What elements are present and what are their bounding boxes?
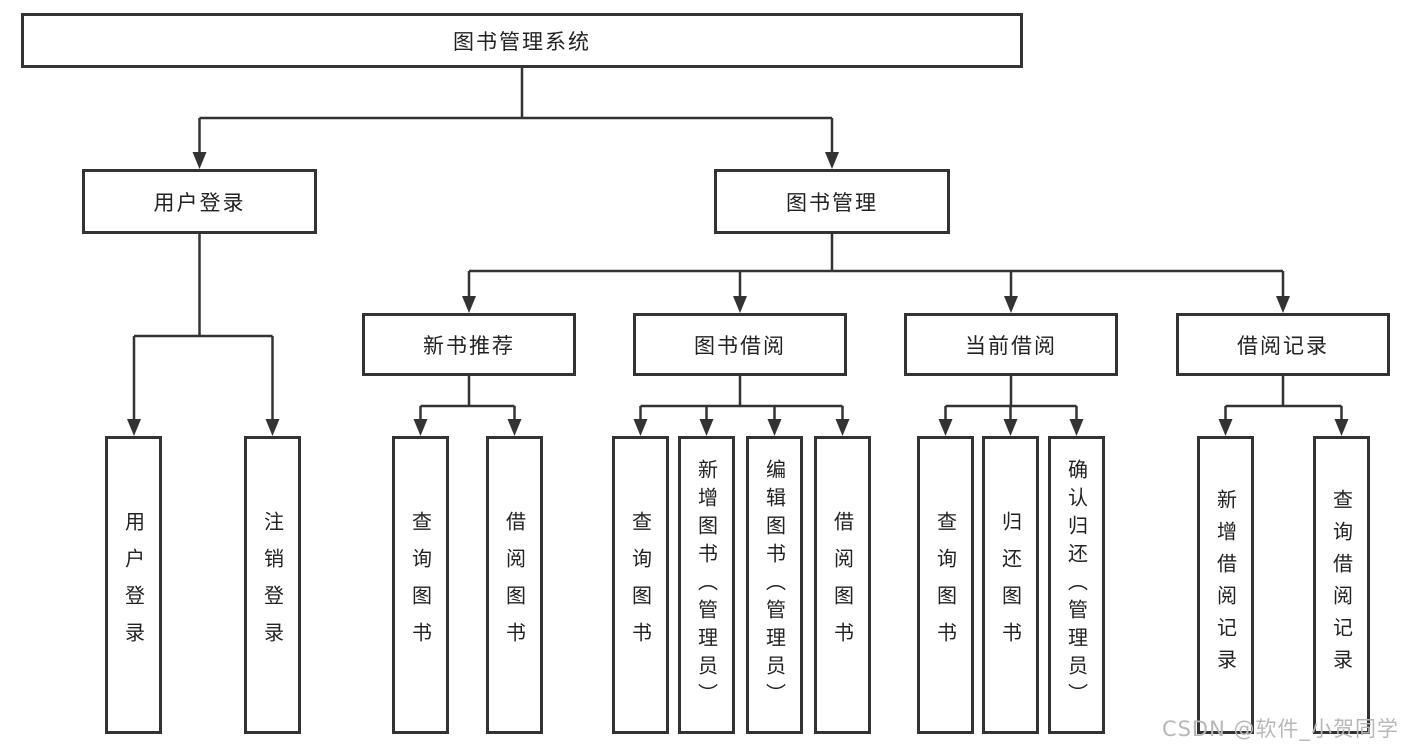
connector-borrowrecords-to-leaves	[1218, 376, 1349, 436]
node-leaf-query-book-recommend: 查询图书	[392, 436, 449, 734]
arrowhead-down-icon	[938, 419, 953, 436]
node-label: 当前借阅	[965, 333, 1057, 358]
node-label: 借阅记录	[1237, 333, 1329, 358]
arrowhead-down-icon	[192, 152, 207, 169]
node-label: 查询图书	[933, 511, 958, 659]
arrowhead-down-icon	[767, 419, 782, 436]
connector-userlogin-to-leaves	[127, 234, 280, 436]
node-leaf-borrow-book: 借阅图书	[814, 436, 871, 734]
watermark: CSDN @软件_小贺同学	[1161, 717, 1399, 741]
node-leaf-add-book-admin: 新增图书（管理员）	[678, 436, 735, 734]
connector-bookborrow-to-leaves	[633, 376, 850, 436]
connector-line	[132, 234, 274, 423]
arrowhead-down-icon	[633, 419, 648, 436]
node-leaf-query-book-current: 查询图书	[917, 436, 974, 734]
connector-newbook-to-leaves	[413, 376, 522, 436]
node-borrow-records: 借阅记录	[1176, 313, 1390, 376]
node-book-borrow: 图书借阅	[633, 313, 847, 376]
node-book-management: 图书管理	[714, 169, 950, 234]
connector-bookmgmt-to-level2	[462, 234, 1290, 313]
node-leaf-query-book-borrow: 查询图书	[612, 436, 669, 734]
node-label: 归还图书	[998, 511, 1023, 659]
node-label: 编辑图书（管理员）	[762, 459, 787, 711]
node-label: 注销登录	[260, 511, 285, 659]
node-leaf-confirm-return-admin: 确认归还（管理员）	[1048, 436, 1105, 734]
node-label: 图书借阅	[694, 333, 786, 358]
node-label: 查询图书	[408, 511, 433, 659]
node-leaf-edit-book-admin: 编辑图书（管理员）	[746, 436, 803, 734]
node-label: 用户登录	[153, 190, 246, 215]
node-leaf-return-book: 归还图书	[982, 436, 1039, 734]
node-label: 查询借阅记录	[1329, 489, 1354, 681]
node-leaf-add-borrow-record: 新增借阅记录	[1197, 436, 1254, 734]
node-label: 确认归还（管理员）	[1064, 459, 1089, 711]
connector-currentborrow-to-leaves	[938, 376, 1084, 436]
node-library-management-system: 图书管理系统	[21, 13, 1023, 68]
connector-line	[1224, 376, 1343, 423]
node-leaf-query-borrow-record: 查询借阅记录	[1313, 436, 1370, 734]
arrowhead-down-icon	[1276, 296, 1290, 313]
arrowhead-down-icon	[1218, 419, 1233, 436]
node-label: 借阅图书	[830, 511, 855, 659]
arrowhead-down-icon	[462, 296, 476, 313]
node-current-borrow: 当前借阅	[904, 313, 1118, 376]
connector-line	[198, 68, 834, 156]
node-label: 借阅图书	[502, 511, 527, 659]
arrowhead-down-icon	[835, 419, 850, 436]
node-leaf-borrow-book-recommend: 借阅图书	[486, 436, 543, 734]
arrowhead-down-icon	[1069, 419, 1084, 436]
connector-line	[639, 376, 844, 423]
node-label: 新增图书（管理员）	[694, 459, 719, 711]
connector-line	[467, 234, 1285, 300]
node-user-login: 用户登录	[82, 169, 317, 234]
arrowhead-down-icon	[1004, 296, 1018, 313]
node-new-book-recommend: 新书推荐	[362, 313, 576, 376]
arrowhead-down-icon	[1334, 419, 1349, 436]
connector-line	[419, 376, 516, 423]
arrowhead-down-icon	[507, 419, 522, 436]
arrowhead-down-icon	[825, 152, 839, 169]
arrowhead-down-icon	[265, 419, 280, 436]
node-label: 用户登录	[121, 511, 146, 659]
node-label: 新增借阅记录	[1213, 489, 1238, 681]
arrowhead-down-icon	[127, 419, 141, 436]
arrowhead-down-icon	[699, 419, 714, 436]
node-leaf-user-login: 用户登录	[105, 436, 162, 734]
connector-root-to-level1	[192, 68, 839, 169]
node-label: 图书管理	[786, 190, 878, 215]
connector-line	[944, 376, 1078, 423]
node-label: 新书推荐	[423, 333, 515, 358]
arrowhead-down-icon	[733, 296, 747, 313]
node-label: 查询图书	[628, 511, 653, 659]
node-leaf-logout: 注销登录	[244, 436, 301, 734]
arrowhead-down-icon	[1003, 419, 1018, 436]
arrowhead-down-icon	[413, 419, 428, 436]
node-label: 图书管理系统	[453, 29, 591, 54]
